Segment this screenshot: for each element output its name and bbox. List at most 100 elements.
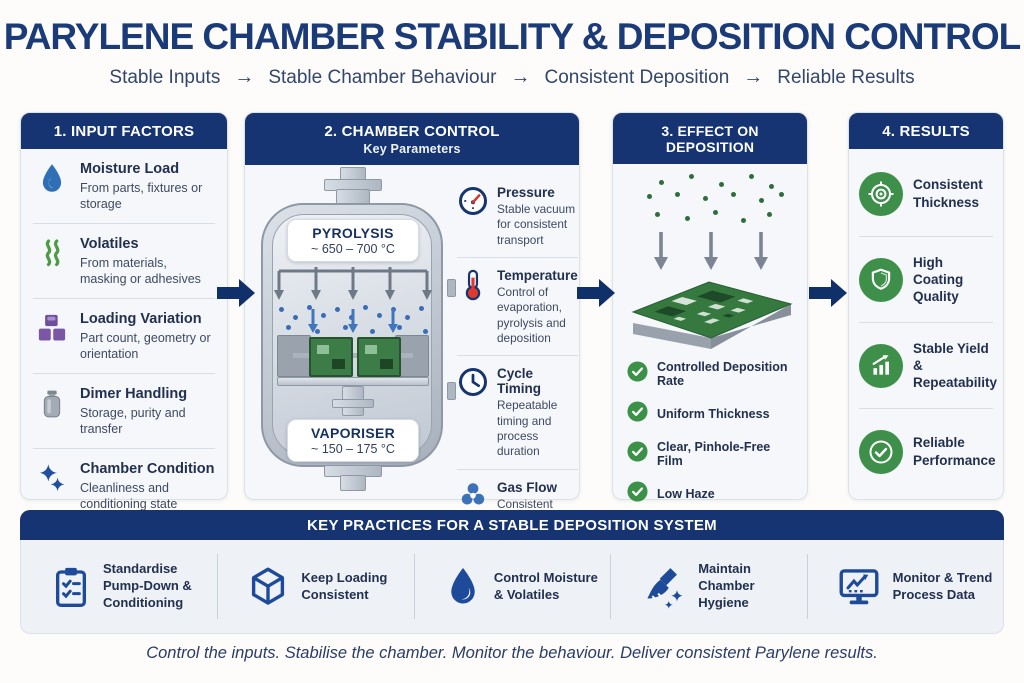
deposition-checklist: Controlled Deposition Rate Uniform Thick… [613, 350, 807, 507]
chamber-side-port [447, 382, 456, 400]
flow-block-arrow [577, 112, 615, 500]
fan-icon [457, 480, 489, 509]
list-item: Stable Yield & Repeatability [859, 322, 997, 408]
clock-icon [457, 366, 489, 397]
sparkles-icon [33, 461, 71, 495]
pcb-board [309, 337, 353, 377]
right-arrow-icon: → [234, 66, 255, 88]
chamber-control-header: 2. CHAMBER CONTROL Key Parameters [245, 113, 579, 165]
list-item: Clear, Pinhole-Free Film [627, 440, 799, 468]
pcb-board-3d [631, 281, 793, 349]
factor-title: Dimer Handling [80, 386, 188, 402]
chamber-bottom-pipe [340, 475, 366, 491]
flow-step-2: Stable Chamber Behaviour [268, 67, 497, 88]
right-arrow-icon: → [743, 66, 764, 88]
flow-block-arrow [808, 112, 848, 500]
key-practices-band: KEY PRACTICES FOR A STABLE DEPOSITION SY… [20, 510, 1004, 634]
flow-step-1: Stable Inputs [109, 67, 221, 88]
parameter-title: Pressure [497, 185, 555, 200]
list-item: Maintain Chamber Hygiene [610, 540, 806, 633]
list-item: Uniform Thickness [627, 401, 799, 427]
list-item: Controlled Deposition Rate [627, 360, 799, 388]
thermometer-icon [457, 268, 489, 301]
list-item: Low Haze [627, 481, 799, 507]
effect-on-deposition-card: 3. EFFECT ON DEPOSITION [612, 112, 808, 502]
vaporiser-stub-flange [332, 399, 374, 408]
input-factors-header: 1. INPUT FACTORS [21, 113, 227, 149]
factor-title: Volatiles [80, 236, 139, 252]
practice-label: Standardise Pump-Down & Conditioning [103, 561, 192, 610]
factor-desc: Part count, geometry or orientation [80, 331, 211, 361]
chamber-diagram: PYROLYSIS ~ 650 – 700 °C [253, 167, 456, 499]
main-columns: 1. INPUT FACTORS Moisture Load From part… [20, 112, 1004, 541]
result-label: Stable Yield & Repeatability [913, 340, 998, 391]
cube-icon [247, 565, 289, 609]
results-list: Consistent Thickness High Coating Qualit… [849, 149, 1003, 496]
deposition-graphic [621, 168, 799, 350]
check-badge-icon [627, 401, 648, 427]
list-item: Standardise Pump-Down & Conditioning [21, 540, 217, 633]
result-label: Consistent Thickness [913, 177, 983, 210]
clipboard-icon [51, 565, 91, 609]
parameter-desc: Control of evaporation, pyrolysis and de… [497, 284, 566, 345]
factor-desc: From parts, fixtures or storage [80, 181, 203, 211]
droplet-icon [444, 565, 482, 609]
right-arrow-icon: → [510, 66, 531, 88]
canister-icon [33, 386, 71, 420]
flow-step-3: Consistent Deposition [544, 67, 730, 88]
flow-block-arrow [217, 112, 255, 500]
manifold-arrows [274, 267, 432, 300]
list-item: Loading Variation Part count, geometry o… [33, 298, 215, 373]
deposition-arrows-gray [654, 232, 768, 270]
practice-label: Monitor & Trend Process Data [892, 569, 993, 602]
monomer-dots-green [641, 174, 784, 232]
target-icon [859, 171, 903, 216]
key-practices-list: Standardise Pump-Down & Conditioning Kee… [20, 540, 1004, 634]
results-header: 4. RESULTS [849, 113, 1003, 149]
input-factors-list: Moisture Load From parts, fixtures or st… [33, 149, 215, 523]
list-item: Chamber Condition Cleanliness and condit… [33, 448, 215, 523]
effect-header: 3. EFFECT ON DEPOSITION [613, 113, 807, 164]
cubes-icon [33, 311, 71, 343]
check-badge-icon [627, 361, 648, 387]
result-label: High Coating Quality [913, 254, 964, 305]
shield-icon [859, 257, 903, 302]
key-practices-header: KEY PRACTICES FOR A STABLE DEPOSITION SY… [20, 510, 1004, 540]
practice-label: Control Moisture & Volatiles [493, 569, 598, 602]
check-label: Uniform Thickness [657, 407, 770, 421]
list-item: Consistent Thickness [859, 151, 993, 236]
parameter-title: Cycle Timing [497, 366, 542, 397]
list-item: Dimer Handling Storage, purity and trans… [33, 373, 215, 448]
practice-label: Maintain Chamber Hygiene [698, 561, 755, 610]
factor-title: Chamber Condition [80, 461, 215, 477]
deposition-arrows-blue [308, 309, 398, 333]
parameter-desc: Repeatable timing and process duration [497, 398, 558, 459]
factor-title: Loading Variation [80, 311, 202, 327]
list-item: Temperature Control of evaporation, pyro… [457, 256, 578, 355]
practice-label: Keep Loading Consistent [301, 569, 388, 602]
key-parameters-list: Pressure Stable vacuum for consistent tr… [453, 165, 588, 552]
parameter-title: Gas Flow [497, 479, 558, 495]
input-factors-card: 1. INPUT FACTORS Moisture Load From part… [20, 112, 228, 511]
list-item: Control Moisture & Volatiles [413, 540, 610, 633]
rack-shelf [277, 377, 429, 386]
page-title: PARYLENE CHAMBER STABILITY & DEPOSITION … [3, 16, 1021, 57]
factor-desc: Cleanliness and conditioning state [80, 481, 178, 511]
flow-subtitle: Stable Inputs → Stable Chamber Behaviour → C… [0, 66, 1024, 89]
list-item: Moisture Load From parts, fixtures or st… [33, 149, 215, 223]
results-card: 4. RESULTS Consistent Thickness High Coa… [848, 112, 1004, 500]
rack-rod [293, 353, 413, 358]
list-item: Cycle Timing Repeatable timing and proce… [457, 355, 578, 468]
monitor-icon [837, 565, 881, 609]
check-circle-icon [859, 429, 903, 474]
chamber-control-title: 2. CHAMBER CONTROL [324, 123, 500, 140]
check-badge-icon [627, 481, 648, 507]
broom-icon [640, 564, 686, 610]
parameter-desc: Stable vacuum for consistent transport [497, 202, 576, 247]
list-item: Reliable Performance [859, 408, 996, 494]
water-drop-icon [33, 161, 71, 195]
list-item: High Coating Quality [859, 236, 993, 322]
chamber-control-subtitle: Key Parameters [363, 142, 461, 156]
chart-up-icon [859, 343, 903, 388]
check-badge-icon [627, 441, 648, 467]
